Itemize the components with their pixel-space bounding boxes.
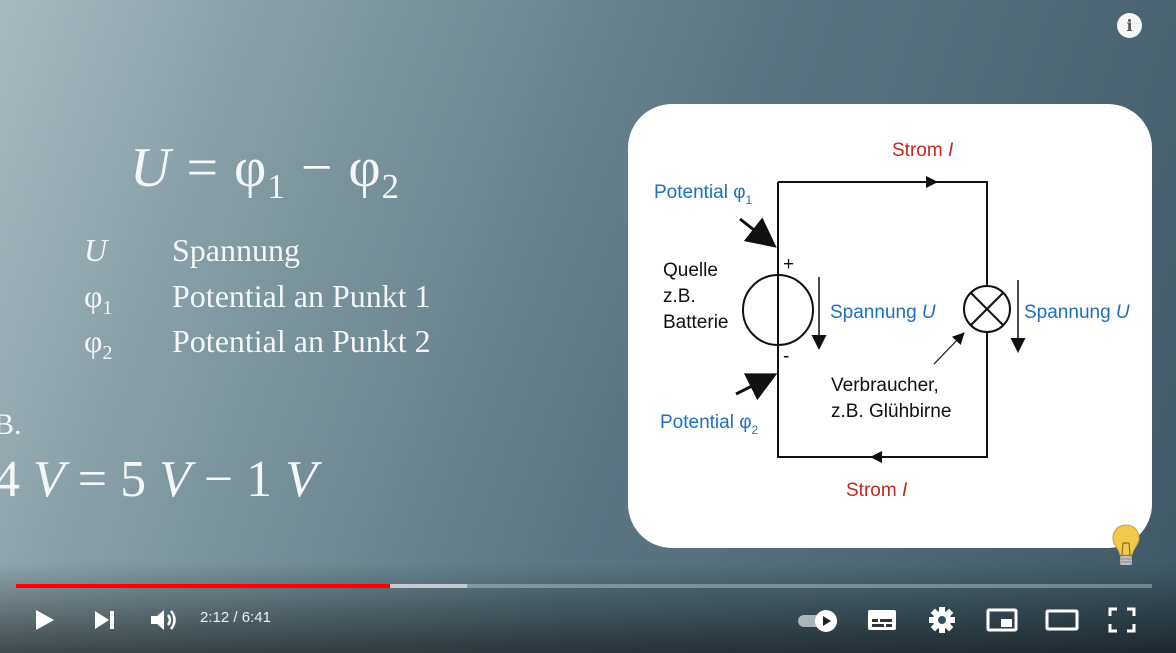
potential2-pointer-arrow — [735, 373, 778, 401]
play-button[interactable] — [30, 602, 60, 638]
subtitles-icon — [868, 610, 896, 630]
consumer-pointer-arrow — [933, 332, 965, 365]
settings-button[interactable] — [924, 602, 960, 638]
label-voltage-source: Spannung U — [830, 302, 936, 323]
formula-minus: − — [300, 137, 334, 199]
miniplayer-button[interactable] — [982, 602, 1022, 638]
subtitles-button[interactable] — [864, 602, 900, 638]
example-unit-3: V — [285, 451, 317, 508]
label-strom-top: Strom I — [892, 140, 954, 161]
legend-text: Spannung — [172, 232, 300, 268]
legend-row-voltage: U Spannung — [84, 232, 300, 269]
next-icon — [95, 611, 114, 629]
label-potential-1: Potential φ1 — [654, 182, 753, 207]
fullscreen-button[interactable] — [1104, 602, 1140, 638]
autoplay-toggle-icon — [798, 610, 837, 632]
example-prefix: B. — [0, 408, 22, 441]
legend-symbol-sub: 1 — [102, 296, 113, 319]
potential1-pointer-arrow — [739, 217, 777, 248]
label-source-line3: Batterie — [663, 312, 728, 333]
current-time: 2:12 — [200, 609, 230, 626]
legend-text: Potential an Punkt 2 — [172, 323, 431, 359]
formula-lhs: U — [130, 137, 172, 199]
label-consumer-line1: Verbraucher, — [831, 375, 939, 396]
theater-mode-icon — [1045, 609, 1079, 631]
current-arrow-top — [926, 176, 938, 188]
duration: 6:41 — [241, 609, 271, 626]
info-icon[interactable]: i — [1117, 13, 1142, 38]
example-mid2: − 1 — [190, 451, 286, 508]
circuit-diagram: Strom I Strom I Potential φ1 Potential φ… — [654, 140, 1130, 501]
formula-phi1: φ — [234, 137, 268, 199]
example-mid: = 5 — [64, 451, 160, 508]
circuit-wires — [777, 181, 988, 458]
formula-equals: = — [186, 137, 220, 199]
label-voltage-lamp: Spannung U — [1024, 302, 1130, 323]
current-arrow-bottom — [870, 451, 882, 463]
volume-icon — [151, 610, 176, 630]
label-potential-2: Potential φ2 — [660, 412, 759, 437]
next-button[interactable] — [90, 602, 120, 638]
controls-gradient — [0, 563, 1176, 653]
legend-row-potential-2: φ2 Potential an Punkt 2 — [84, 323, 431, 365]
label-plus: + — [783, 254, 794, 275]
label-minus: - — [783, 346, 789, 367]
formula-sub1: 1 — [267, 167, 286, 207]
miniplayer-icon — [986, 608, 1018, 632]
label-source-line1: Quelle — [663, 260, 718, 281]
progress-played — [16, 584, 390, 588]
formula-sub2: 2 — [381, 167, 401, 207]
example-equation: 4 V = 5 V − 1 V — [0, 450, 317, 509]
lamp-symbol — [963, 285, 1011, 333]
theater-button[interactable] — [1042, 602, 1082, 638]
legend-symbol: U — [84, 232, 108, 268]
label-strom-bottom: Strom I — [846, 480, 908, 501]
circuit-diagram-card: Strom I Strom I Potential φ1 Potential φ… — [628, 104, 1152, 548]
play-icon — [36, 610, 54, 630]
label-consumer-line2: z.B. Glühbirne — [831, 401, 951, 422]
legend-row-potential-1: φ1 Potential an Punkt 1 — [84, 278, 431, 320]
fullscreen-icon — [1108, 607, 1136, 633]
legend-symbol: φ — [84, 278, 103, 314]
example-unit-1: V — [33, 451, 65, 508]
lightbulb-icon[interactable] — [1110, 523, 1142, 571]
time-separator: / — [229, 609, 242, 626]
legend-symbol: φ — [84, 323, 103, 359]
main-formula: U = φ1 − φ2 — [130, 136, 400, 207]
autoplay-toggle[interactable] — [796, 602, 842, 638]
example-unit-2: V — [159, 451, 191, 508]
time-display: 2:12 / 6:41 — [200, 609, 271, 626]
legend-text: Potential an Punkt 1 — [172, 278, 431, 314]
settings-gear-icon — [929, 607, 955, 633]
progress-bar[interactable] — [16, 584, 1152, 588]
volume-button[interactable] — [146, 602, 182, 638]
label-source-line2: z.B. — [663, 286, 696, 307]
example-part-a: 4 — [0, 451, 20, 508]
legend-symbol-sub: 2 — [102, 341, 113, 364]
formula-phi2: φ — [348, 137, 382, 199]
